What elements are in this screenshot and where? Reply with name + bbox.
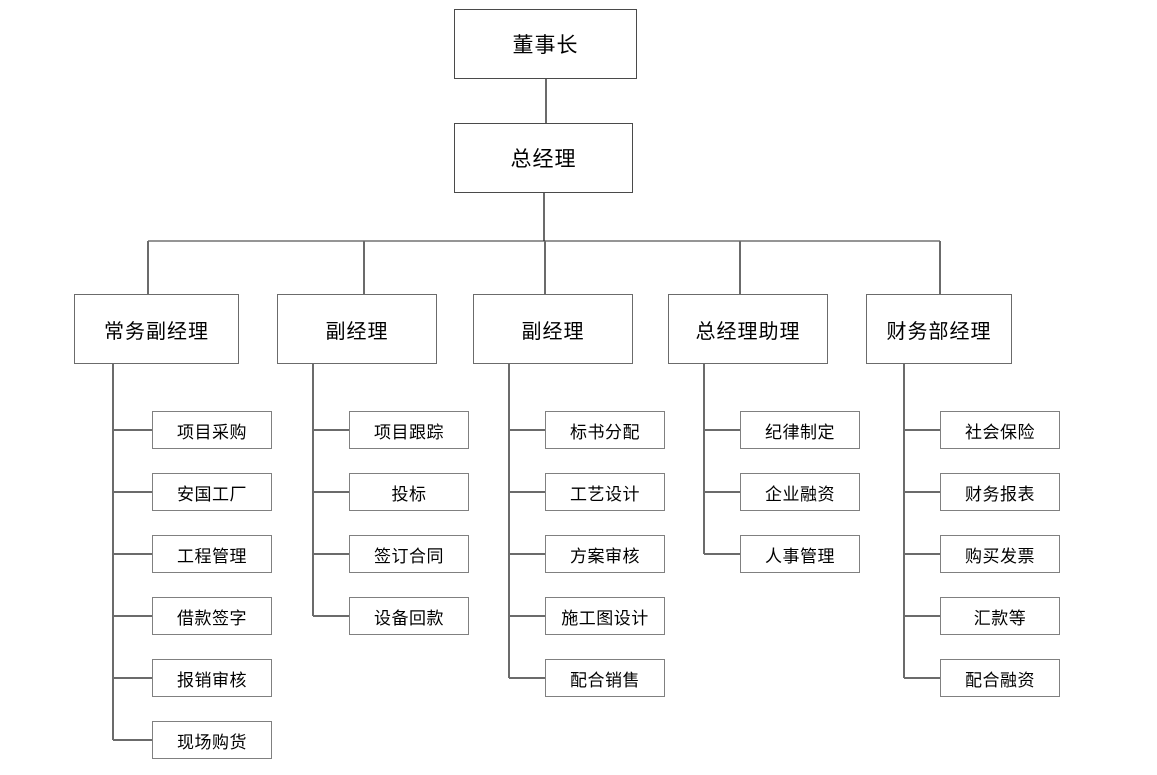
node-task-4-2[interactable]: 购买发票 xyxy=(940,535,1060,573)
node-task-0-1[interactable]: 安国工厂 xyxy=(152,473,272,511)
node-task-2-2[interactable]: 方案审核 xyxy=(545,535,665,573)
node-task-1-0[interactable]: 项目跟踪 xyxy=(349,411,469,449)
node-task-0-2[interactable]: 工程管理 xyxy=(152,535,272,573)
node-task-1-3[interactable]: 设备回款 xyxy=(349,597,469,635)
node-task-2-4[interactable]: 配合销售 xyxy=(545,659,665,697)
node-task-4-0[interactable]: 社会保险 xyxy=(940,411,1060,449)
node-task-2-3[interactable]: 施工图设计 xyxy=(545,597,665,635)
node-task-3-0[interactable]: 纪律制定 xyxy=(740,411,860,449)
node-task-4-1[interactable]: 财务报表 xyxy=(940,473,1060,511)
node-department-0[interactable]: 常务副经理 xyxy=(74,294,239,364)
node-task-2-0[interactable]: 标书分配 xyxy=(545,411,665,449)
node-department-1[interactable]: 副经理 xyxy=(277,294,437,364)
node-chairman[interactable]: 董事长 xyxy=(454,9,637,79)
node-task-1-1[interactable]: 投标 xyxy=(349,473,469,511)
node-task-4-4[interactable]: 配合融资 xyxy=(940,659,1060,697)
node-task-0-0[interactable]: 项目采购 xyxy=(152,411,272,449)
node-task-3-2[interactable]: 人事管理 xyxy=(740,535,860,573)
node-task-2-1[interactable]: 工艺设计 xyxy=(545,473,665,511)
node-task-0-3[interactable]: 借款签字 xyxy=(152,597,272,635)
node-task-3-1[interactable]: 企业融资 xyxy=(740,473,860,511)
node-task-0-5[interactable]: 现场购货 xyxy=(152,721,272,759)
node-department-2[interactable]: 副经理 xyxy=(473,294,633,364)
node-department-3[interactable]: 总经理助理 xyxy=(668,294,828,364)
node-task-4-3[interactable]: 汇款等 xyxy=(940,597,1060,635)
node-department-4[interactable]: 财务部经理 xyxy=(866,294,1012,364)
node-task-0-4[interactable]: 报销审核 xyxy=(152,659,272,697)
node-general-manager[interactable]: 总经理 xyxy=(454,123,633,193)
node-task-1-2[interactable]: 签订合同 xyxy=(349,535,469,573)
